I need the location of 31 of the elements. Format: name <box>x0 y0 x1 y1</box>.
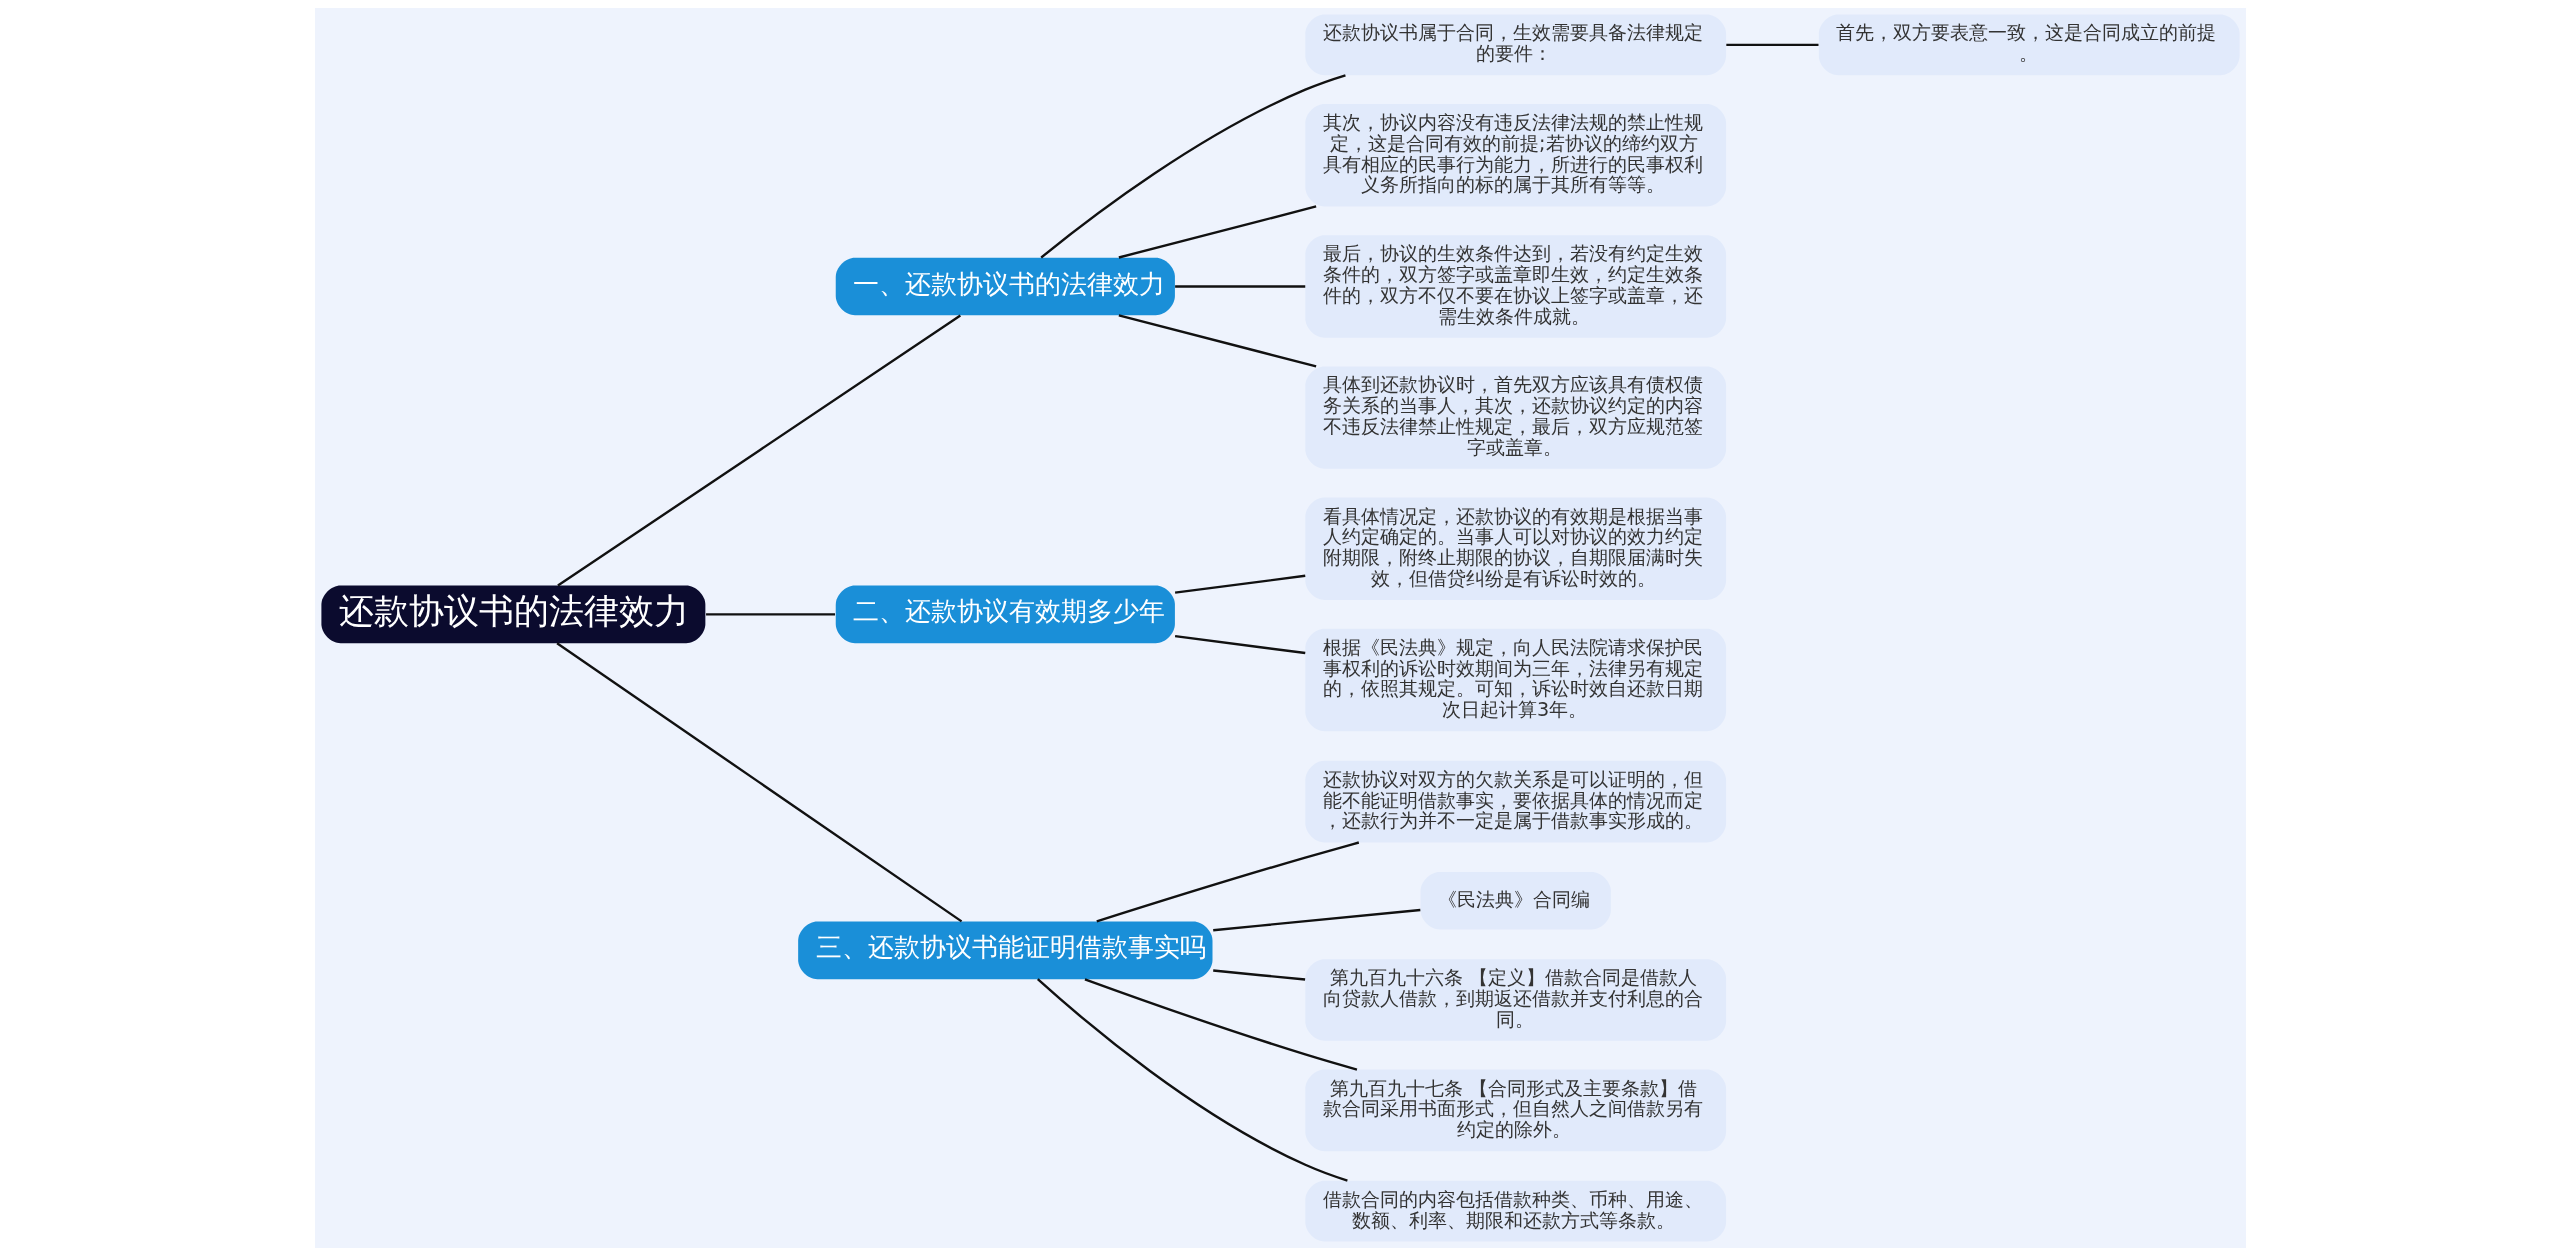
node-box: 三、还款协议书能证明借款事实吗 <box>797 921 1212 980</box>
connector <box>1036 978 1348 1182</box>
connector <box>1212 969 1305 981</box>
node-box: 第九百九十七条 【合同形式及主要条款】借款合同采用书面形式，但自然人之间借款另有约定的除外。 <box>1304 1069 1726 1152</box>
node-box: 看具体情况定，还款协议的有效期是根据当事人约定确定的。当事人可以对协议的效力约定附期限，附终止期限的协议，自期限届满时失效，但借贷纠纷是有诉讼时效的。 <box>1304 497 1726 600</box>
node-box: 第九百九十六条 【定义】借款合同是借款人向贷款人借款，到期返还借款并支付利息的合同。 <box>1304 959 1726 1041</box>
node-box: 还款协议书属于合同，生效需要具备法律规定的要件： <box>1304 14 1726 76</box>
connector <box>1095 841 1359 923</box>
connector <box>1039 74 1346 259</box>
connector <box>1118 205 1316 259</box>
connector <box>555 642 962 923</box>
node-box: 其次，协议内容没有违反法律法规的禁止性规定，这是合同有效的前提;若协议的缔约双方具有相应的民事行为能力，所进行的民事权利义务所指向的标的属于其所有等等。 <box>1304 104 1726 207</box>
node-box: 一、还款协议书的法律效力 <box>835 257 1175 316</box>
node-box: 二、还款协议有效期多少年 <box>835 585 1175 644</box>
node-box: 首先，双方要表意一致，这是合同成立的前提。 <box>1818 14 2240 76</box>
node-box: 借款合同的内容包括借款种类、币种、用途、数额、利率、期限和还款方式等条款。 <box>1304 1180 1726 1242</box>
connector <box>705 613 835 616</box>
connector <box>556 314 961 587</box>
connector <box>1118 314 1316 368</box>
node-box: 最后，协议的生效条件达到，若没有约定生效条件的，双方签字或盖章即生效，约定生效条件的，双方不仅不要在协议上签字或盖章，还需生效条件成就。 <box>1304 235 1726 338</box>
connector <box>1725 43 1818 47</box>
node-box: 根据《民法典》规定，向人民法院请求保护民事权利的诉讼时效期间为三年，法律另有规定的，依照其规定。可知，诉讼时效自还款日期次日起计算3年。 <box>1304 628 1726 732</box>
node-box: 还款协议对双方的欠款关系是可以证明的，但能不能证明借款事实，要依据具体的情况而定，还款行为并不一定是属于借款事实形成的。 <box>1304 760 1726 843</box>
connector <box>1174 634 1305 655</box>
connector <box>1084 978 1357 1071</box>
connector <box>1174 574 1305 594</box>
connector <box>1212 908 1420 932</box>
node-box: 《民法典》合同编 <box>1420 871 1611 930</box>
node-box: 具体到还款协议时，首先双方应该具有债权债务关系的当事人，其次，还款协议约定的内容不违反法律禁止性规定，最后，双方应规范签字或盖章。 <box>1304 366 1726 469</box>
node-box: 还款协议书的法律效力 <box>320 585 705 644</box>
connector <box>1174 285 1305 288</box>
